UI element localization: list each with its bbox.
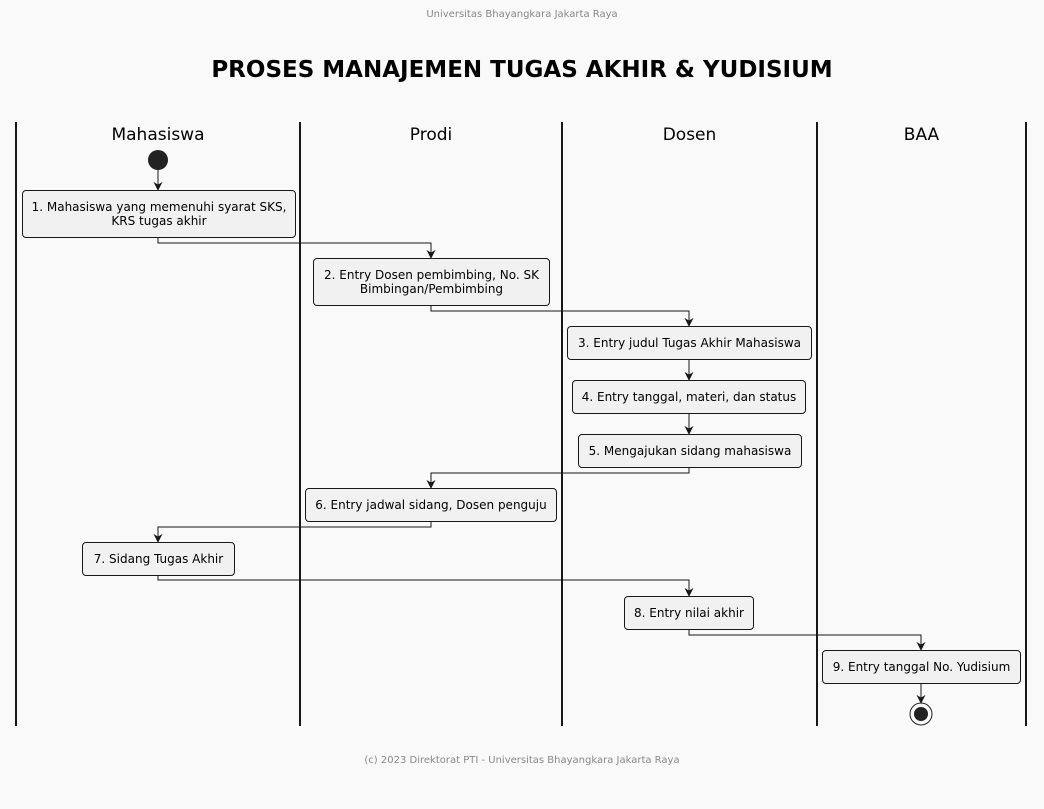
step-2-node: 2. Entry Dosen pembimbing, No. SK Bimbin… <box>313 258 550 306</box>
step-8-node: 8. Entry nilai akhir <box>624 596 754 630</box>
lane-divider-mahasiswa-prodi <box>299 122 301 726</box>
end-node-outer <box>909 702 933 726</box>
step-3-node: 3. Entry judul Tugas Akhir Mahasiswa <box>567 326 812 360</box>
step-9-label: 9. Entry tanggal No. Yudisium <box>832 660 1011 674</box>
step-6-node: 6. Entry jadwal sidang, Dosen penguju <box>305 488 557 522</box>
step-5-node: 5. Mengajukan sidang mahasiswa <box>578 434 802 468</box>
step-7-label: 7. Sidang Tugas Akhir <box>93 552 224 566</box>
step-7-node: 7. Sidang Tugas Akhir <box>82 542 235 576</box>
step-3-label: 3. Entry judul Tugas Akhir Mahasiswa <box>578 336 801 350</box>
lane-divider-prodi-dosen <box>561 122 563 726</box>
step-1-node: 1. Mahasiswa yang memenuhi syarat SKS, K… <box>22 190 296 238</box>
connector-step-5-to-step-6 <box>426 467 690 489</box>
step-5-label: 5. Mengajukan sidang mahasiswa <box>588 444 792 458</box>
connector-step-1-to-step-2 <box>157 238 436 259</box>
diagram-footer: (c) 2023 Direktorat PTI - Universitas Bh… <box>364 755 680 766</box>
connector-step-7-to-step-8 <box>157 575 694 597</box>
start-node <box>148 150 168 170</box>
lane-label-mahasiswa: Mahasiswa <box>111 125 205 145</box>
connector-step-6-to-step-7 <box>153 521 432 543</box>
connector-step-2-to-step-3 <box>430 306 694 327</box>
step-1-label: 1. Mahasiswa yang memenuhi syarat SKS, K… <box>31 200 287 228</box>
step-2-label: 2. Entry Dosen pembimbing, No. SK Bimbin… <box>324 268 539 296</box>
lane-divider-right <box>1025 122 1027 726</box>
lane-divider-left <box>15 122 17 726</box>
step-6-label: 6. Entry jadwal sidang, Dosen penguju <box>315 498 547 512</box>
step-4-label: 4. Entry tanggal, materi, dan status <box>581 390 797 404</box>
lane-divider-dosen-baa <box>816 122 818 726</box>
lane-label-prodi: Prodi <box>409 125 453 145</box>
connector-step-8-to-step-9 <box>688 629 926 651</box>
lane-label-dosen: Dosen <box>662 125 717 145</box>
diagram-header: Universitas Bhayangkara Jakarta Raya <box>426 9 618 20</box>
step-4-node: 4. Entry tanggal, materi, dan status <box>572 380 806 414</box>
step-8-label: 8. Entry nilai akhir <box>634 606 744 620</box>
end-node-inner <box>914 707 928 721</box>
diagram-title: PROSES MANAJEMEN TUGAS AKHIR & YUDISIUM <box>211 57 833 83</box>
step-9-node: 9. Entry tanggal No. Yudisium <box>822 650 1021 684</box>
lane-label-baa: BAA <box>903 125 940 145</box>
